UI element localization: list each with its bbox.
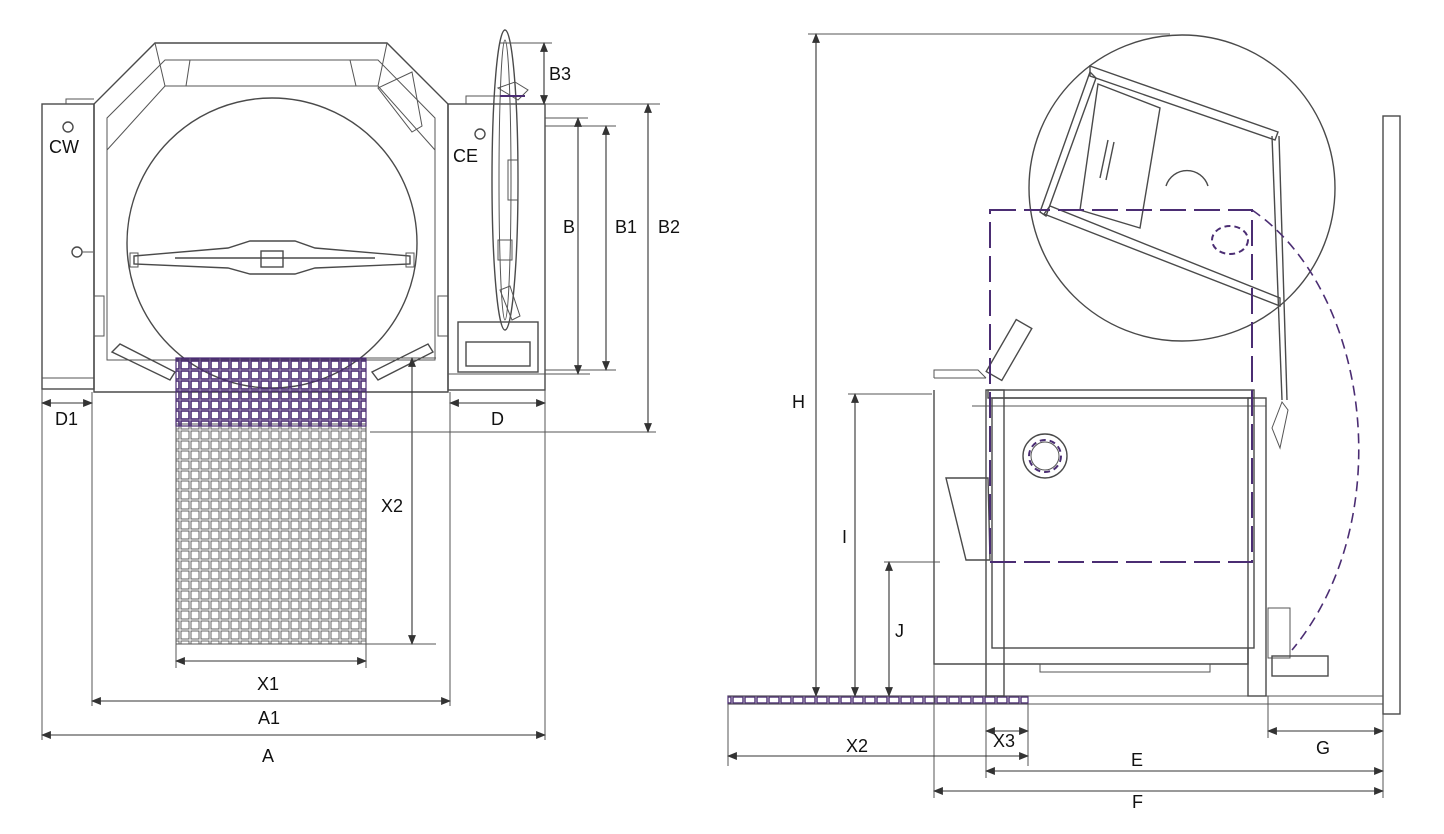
lower-arms bbox=[110, 343, 434, 381]
label-x2-front: X2 bbox=[381, 496, 403, 516]
label-x1: X1 bbox=[257, 674, 279, 694]
label-g: G bbox=[1316, 738, 1330, 758]
machine-body bbox=[933, 318, 1329, 697]
label-f: F bbox=[1132, 792, 1143, 812]
front-dimension-lines bbox=[41, 42, 660, 740]
label-i: I bbox=[842, 527, 847, 547]
back-wall bbox=[1382, 115, 1401, 715]
detail-circle bbox=[1028, 34, 1336, 401]
side-labels: H I J X3 G X2 E F bbox=[792, 392, 1330, 812]
front-labels: CW CE B3 B B1 B2 D1 D X2 X1 A1 A bbox=[49, 64, 680, 766]
label-j: J bbox=[895, 621, 904, 641]
label-b3: B3 bbox=[549, 64, 571, 84]
door-circle bbox=[126, 97, 418, 389]
side-view: H I J X3 G X2 E F bbox=[727, 33, 1401, 812]
label-b: B bbox=[563, 217, 575, 237]
label-h: H bbox=[792, 392, 805, 412]
label-x3: X3 bbox=[993, 731, 1015, 751]
label-a1: A1 bbox=[258, 708, 280, 728]
floor bbox=[727, 695, 1383, 705]
label-e: E bbox=[1131, 750, 1143, 770]
label-ce: CE bbox=[453, 146, 478, 166]
grid-overlap-zone bbox=[175, 357, 367, 427]
door-swing-overlay bbox=[989, 209, 1360, 651]
label-a: A bbox=[262, 746, 274, 766]
label-b1: B1 bbox=[615, 217, 637, 237]
label-x2-side: X2 bbox=[846, 736, 868, 756]
front-view: CW CE B3 B B1 B2 D1 D X2 X1 A1 A bbox=[41, 29, 680, 766]
label-cw: CW bbox=[49, 137, 79, 157]
right-side-panel bbox=[447, 29, 546, 391]
label-d: D bbox=[491, 409, 504, 429]
octagonal-hood bbox=[93, 42, 449, 393]
label-d1: D1 bbox=[55, 409, 78, 429]
label-b2: B2 bbox=[658, 217, 680, 237]
floor-grid bbox=[175, 423, 367, 645]
side-dimension-lines bbox=[727, 33, 1384, 798]
